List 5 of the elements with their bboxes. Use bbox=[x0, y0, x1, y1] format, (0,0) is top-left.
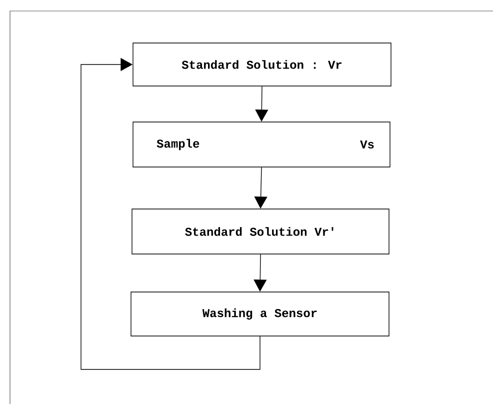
arrow bbox=[80, 58, 260, 370]
process-box: Sample Vs bbox=[132, 122, 390, 168]
process-box: Standard Solution : Vr bbox=[132, 42, 392, 86]
process-box: Washing a Sensor bbox=[130, 292, 390, 336]
process-box: Standard Solution Vr' bbox=[132, 208, 390, 254]
